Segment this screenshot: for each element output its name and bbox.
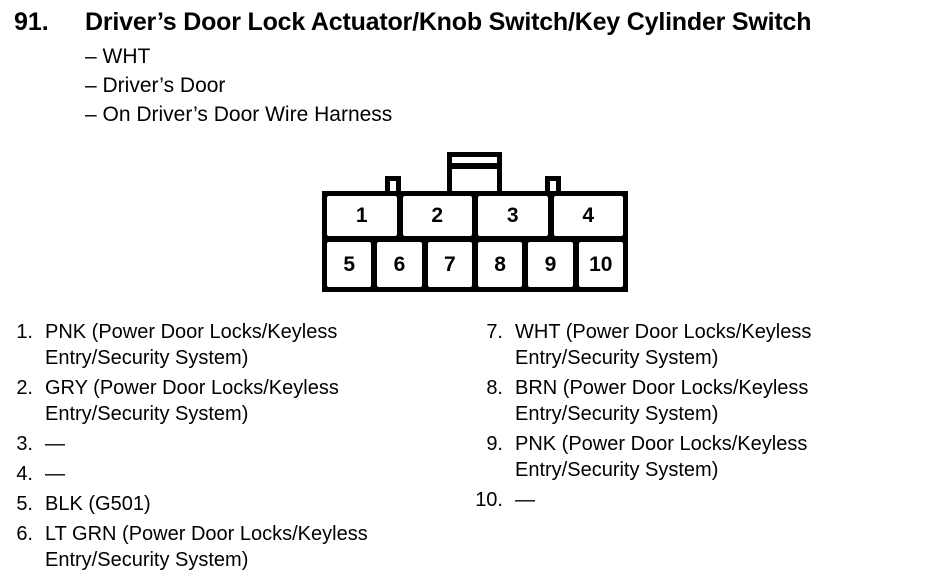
- pin-cavity-6: 6: [377, 242, 422, 287]
- pin-description: PNK (Power Door Locks/Keyless Entry/Secu…: [515, 433, 808, 481]
- pin-list-item-10: 10. —: [472, 487, 862, 513]
- pin-list-right: 7. WHT (Power Door Locks/Keyless Entry/S…: [472, 319, 862, 517]
- pin-list-item-4: 4. —: [2, 461, 392, 487]
- pin-number: 6.: [16, 523, 33, 545]
- pin-list-item-5: 5. BLK (G501): [2, 491, 392, 517]
- pin-description: WHT (Power Door Locks/Keyless Entry/Secu…: [515, 321, 812, 369]
- pin-list-left: 1. PNK (Power Door Locks/Keyless Entry/S…: [2, 319, 392, 577]
- pin-description: —: [45, 433, 65, 455]
- pin-number: 4.: [16, 463, 33, 485]
- component-details: – WHT – Driver’s Door – On Driver’s Door…: [85, 42, 392, 129]
- connector-latch-slot: [452, 157, 497, 169]
- pin-number: 5.: [16, 493, 33, 515]
- connector-bottom-row: 5 6 7 8 9 10: [327, 242, 623, 287]
- detail-line-color: – WHT: [85, 45, 151, 68]
- pin-description: BRN (Power Door Locks/Keyless Entry/Secu…: [515, 377, 809, 425]
- pin-cavity-3: 3: [478, 196, 548, 236]
- pin-list-item-1: 1. PNK (Power Door Locks/Keyless Entry/S…: [2, 319, 392, 371]
- pin-list-item-3: 3. —: [2, 431, 392, 457]
- pin-cavity-10: 10: [578, 242, 623, 287]
- pin-description: PNK (Power Door Locks/Keyless Entry/Secu…: [45, 321, 338, 369]
- pin-description: LT GRN (Power Door Locks/Keyless Entry/S…: [45, 523, 368, 571]
- pin-cavity-8: 8: [477, 242, 523, 287]
- pin-number: 2.: [16, 377, 33, 399]
- page-title: Driver’s Door Lock Actuator/Knob Switch/…: [85, 8, 812, 36]
- item-number: 91.: [14, 8, 49, 36]
- pin-list-item-8: 8. BRN (Power Door Locks/Keyless Entry/S…: [472, 375, 862, 427]
- pin-list-item-7: 7. WHT (Power Door Locks/Keyless Entry/S…: [472, 319, 862, 371]
- pin-cavity-9: 9: [528, 242, 573, 287]
- header: 91. Driver’s Door Lock Actuator/Knob Swi…: [14, 7, 930, 37]
- pin-number: 8.: [486, 377, 503, 399]
- pin-description: GRY (Power Door Locks/Keyless Entry/Secu…: [45, 377, 339, 425]
- pin-cavity-1: 1: [327, 196, 397, 236]
- pin-number: 9.: [486, 433, 503, 455]
- connector-latch-tab: [447, 152, 502, 196]
- connector-diagram: 1 2 3 4 5 6 7 8 9 10: [322, 152, 628, 292]
- pin-cavity-4: 4: [553, 196, 623, 236]
- pin-list-item-9: 9. PNK (Power Door Locks/Keyless Entry/S…: [472, 431, 862, 483]
- pin-cavity-2: 2: [402, 196, 472, 236]
- pin-list-item-6: 6. LT GRN (Power Door Locks/Keyless Entr…: [2, 521, 392, 573]
- detail-line-location: – Driver’s Door: [85, 74, 226, 97]
- pin-list-item-2: 2. GRY (Power Door Locks/Keyless Entry/S…: [2, 375, 392, 427]
- pin-description: BLK (G501): [45, 493, 151, 515]
- pin-description: —: [45, 463, 65, 485]
- connector-body: 1 2 3 4 5 6 7 8 9 10: [322, 191, 628, 292]
- pin-number: 10.: [475, 489, 503, 511]
- pin-number: 1.: [16, 321, 33, 343]
- connector-top-row: 1 2 3 4: [327, 196, 623, 236]
- pin-cavity-7: 7: [427, 242, 472, 287]
- pin-cavity-5: 5: [327, 242, 372, 287]
- title-row: 91. Driver’s Door Lock Actuator/Knob Swi…: [14, 7, 930, 37]
- pin-description: —: [515, 489, 535, 511]
- pin-number: 3.: [16, 433, 33, 455]
- pin-number: 7.: [486, 321, 503, 343]
- detail-line-harness: – On Driver’s Door Wire Harness: [85, 103, 393, 126]
